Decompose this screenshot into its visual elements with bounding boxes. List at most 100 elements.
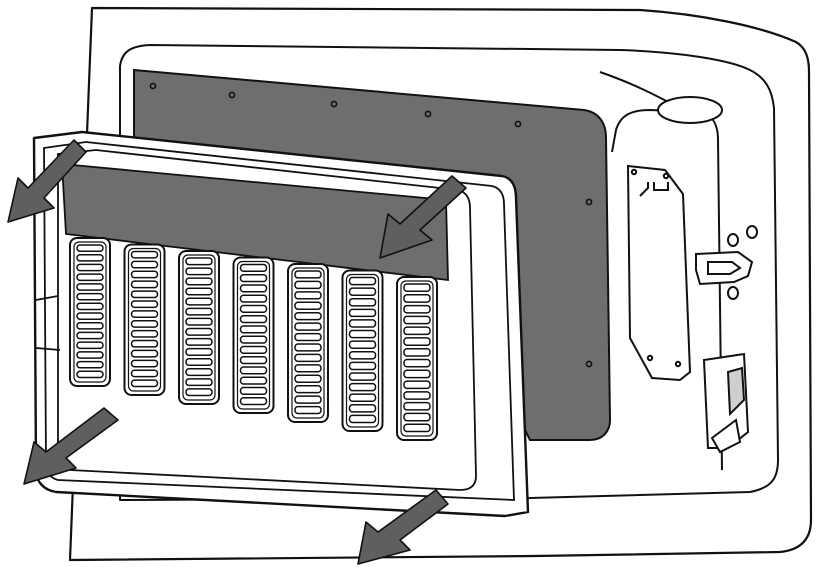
louver-slat — [76, 312, 104, 320]
louver-slat — [130, 349, 159, 358]
louver-slat — [76, 331, 104, 340]
louver-slat — [294, 311, 322, 321]
louver-slat — [348, 393, 377, 403]
louver-slat — [403, 337, 431, 346]
louver-slat — [239, 356, 268, 365]
louver-slat — [185, 327, 213, 336]
louver-slat — [185, 368, 213, 377]
louver-slat — [239, 304, 268, 313]
arrow-bottom-left — [23, 407, 119, 485]
louver-column-inner — [400, 280, 434, 437]
louver-slat — [76, 244, 104, 252]
louver-slat — [185, 317, 213, 326]
louver-slat — [76, 263, 104, 272]
louver-slat — [239, 263, 268, 272]
louver-slat — [185, 378, 213, 387]
arrow-bottom-right — [357, 489, 449, 565]
louver-slat — [76, 341, 104, 350]
louver-slat — [403, 380, 431, 390]
louver-slat — [403, 423, 431, 433]
louver-slat — [185, 337, 213, 346]
louver-slat — [403, 412, 431, 422]
louver-column — [232, 256, 275, 414]
louver-slat — [130, 329, 159, 338]
removal-arrows — [7, 139, 467, 565]
louver-slat — [239, 376, 268, 385]
louver-column-inner — [73, 241, 107, 383]
arrow-top-left — [7, 139, 87, 223]
side-bolts — [727, 225, 758, 300]
louver-slat — [130, 300, 159, 309]
liner-rivets — [149, 82, 593, 368]
louver-slat — [76, 370, 104, 379]
louver-slat — [294, 332, 322, 342]
louver-column — [287, 263, 329, 423]
louver-slat — [403, 358, 431, 368]
louver-slat — [239, 284, 268, 293]
louver-slat — [403, 304, 431, 314]
louver-column — [123, 243, 166, 396]
louver-slat — [185, 357, 213, 367]
louver-slat — [403, 369, 431, 379]
louver-slat — [76, 283, 104, 291]
louver-slat — [348, 351, 377, 360]
louver-slat — [239, 397, 268, 406]
louver-slat — [403, 294, 431, 303]
louver-slat — [239, 274, 268, 283]
louver-column — [341, 269, 384, 432]
louver-slat — [130, 359, 159, 368]
louver-slat — [294, 301, 322, 310]
louver-slat — [239, 335, 268, 344]
louver-slat — [130, 270, 159, 279]
louver-slat — [294, 364, 322, 373]
louver-slat — [294, 291, 322, 300]
louver-slat — [294, 280, 322, 290]
louver-slat — [348, 382, 377, 392]
louver-column — [69, 237, 111, 387]
hinge-tab — [639, 182, 669, 197]
louver-slat — [348, 372, 377, 381]
louver-column-inner — [236, 260, 271, 410]
louver-slat — [76, 351, 104, 359]
louver-slat — [185, 277, 213, 286]
hinge-plate-outline — [626, 164, 692, 382]
louver-slat — [239, 315, 268, 324]
louver-slat — [76, 273, 104, 282]
hinge-plate — [626, 164, 692, 382]
louver-slat — [185, 257, 213, 266]
louver-slat — [76, 302, 104, 311]
louver-slat — [348, 340, 377, 349]
louver-slat — [76, 321, 104, 330]
louver-slat — [130, 260, 159, 269]
louver-slat — [185, 267, 213, 276]
arrow-top-right — [379, 175, 467, 259]
louver-slat — [403, 326, 431, 336]
louver-slat — [348, 361, 377, 371]
louver-slat — [239, 366, 268, 375]
louver-slat — [130, 369, 159, 378]
louver-slat — [76, 292, 104, 301]
louver-slat — [185, 287, 213, 296]
louver-column-inner — [291, 267, 325, 419]
louver-slat — [348, 276, 377, 286]
louver-slat — [403, 347, 431, 357]
louver-slat — [130, 290, 159, 299]
louver-slat — [294, 322, 322, 331]
louver-slat — [76, 253, 104, 262]
louver-column — [396, 276, 438, 441]
louver-column-inner — [127, 247, 162, 392]
front-panel-dark-band — [61, 163, 449, 282]
louver-column-inner — [182, 254, 216, 401]
louver-slat — [185, 347, 213, 356]
front-panel-side-return — [35, 295, 61, 351]
louver-slat — [130, 310, 159, 319]
louver-slat — [239, 345, 268, 354]
louver-slat — [185, 388, 213, 397]
louver-slat — [294, 343, 322, 352]
louver-slat — [130, 250, 159, 259]
louver-slat — [294, 395, 322, 404]
louver-slat — [239, 325, 268, 334]
latch-handle — [695, 250, 754, 286]
louver-slat — [348, 404, 377, 413]
